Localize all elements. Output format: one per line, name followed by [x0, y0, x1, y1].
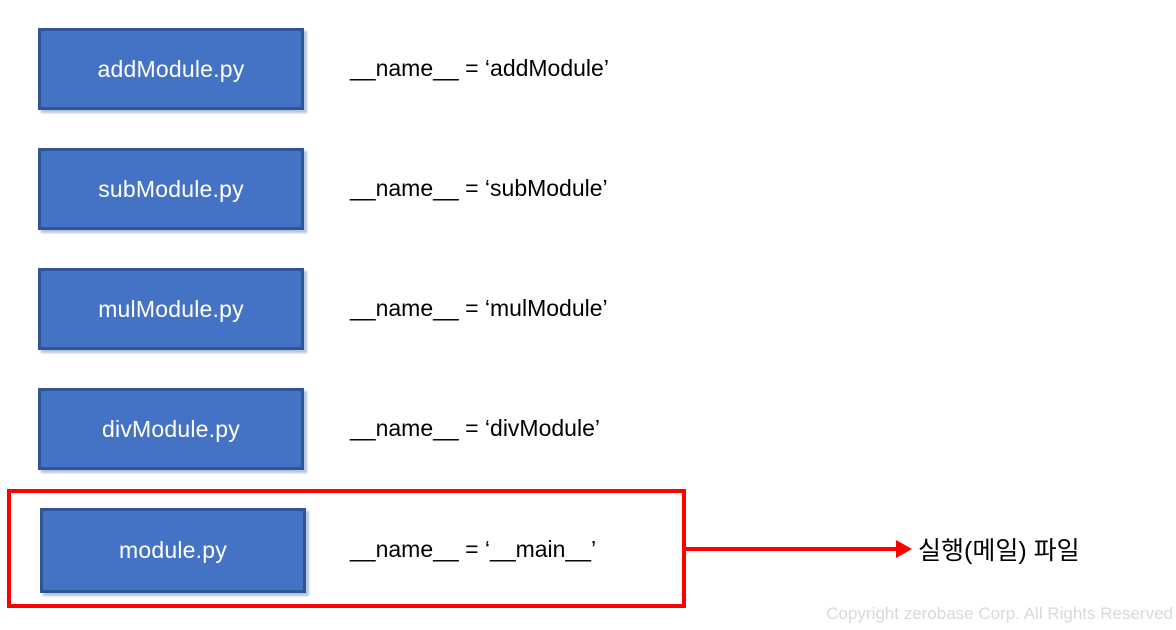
copyright-text: Copyright zerobase Corp. All Rights Rese…: [826, 604, 1173, 623]
module-box-mulmodule: mulModule.py: [38, 268, 304, 350]
module-box-divmodule: divModule.py: [38, 388, 304, 470]
name-value-module: __name__ = ‘__main__’: [350, 535, 597, 562]
module-box-label: divModule.py: [102, 415, 240, 442]
name-value-divmodule: __name__ = ‘divModule’: [350, 414, 600, 441]
module-box-submodule: subModule.py: [38, 148, 304, 230]
name-value-mulmodule: __name__ = ‘mulModule’: [350, 294, 608, 321]
module-box-addmodule: addModule.py: [38, 28, 304, 110]
main-file-arrow-line: [686, 547, 898, 551]
module-box-label: mulModule.py: [98, 295, 244, 322]
name-value-addmodule: __name__ = ‘addModule’: [350, 54, 609, 81]
name-value-submodule: __name__ = ‘subModule’: [350, 174, 608, 201]
main-file-arrow-head-icon: [896, 540, 912, 558]
main-file-annotation: 실행(메일) 파일: [918, 537, 1080, 565]
module-box-label: subModule.py: [98, 175, 244, 202]
module-box-label: module.py: [119, 537, 227, 563]
module-box-label: addModule.py: [97, 55, 245, 82]
module-box-module: module.py: [40, 508, 306, 593]
main-file-highlight-rect: [7, 489, 686, 608]
